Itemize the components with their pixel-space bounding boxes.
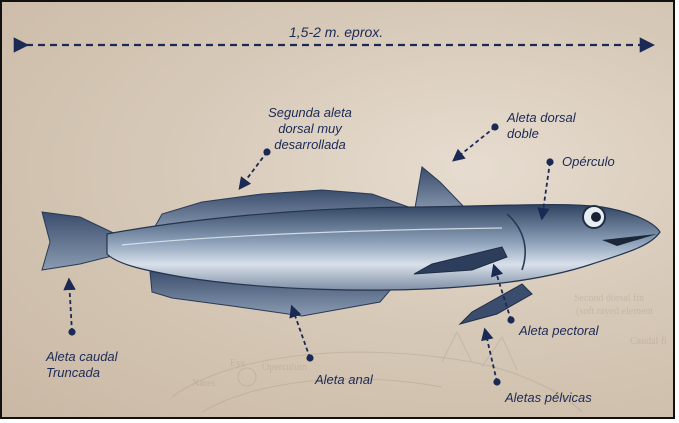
label-segunda-aleta: Segunda aleta dorsal muy desarrollada [250,105,370,153]
label-dorsal-line2: doble [507,126,576,142]
label-segunda-aleta-line3: desarrollada [250,137,370,153]
label-segunda-aleta-line2: dorsal muy [250,121,370,137]
label-operculo: Opérculo [562,154,615,170]
label-aleta-anal: Aleta anal [315,372,373,388]
arrow-segunda-aleta [240,152,267,188]
arrow-caudal [69,280,72,332]
arrow-pelvicas [485,330,497,382]
label-caudal-line2: Truncada [46,365,118,381]
label-dorsal-line1: Aleta dorsal [507,110,576,126]
arrow-dorsal-doble [454,127,495,160]
hake-fish [42,167,660,324]
length-label: 1,5-2 m. eprox. [289,24,383,40]
label-aletas-pelvicas: Aletas pélvicas [505,390,592,406]
label-segunda-aleta-line1: Segunda aleta [250,105,370,121]
label-aleta-pectoral: Aleta pectoral [519,323,599,339]
label-aleta-caudal: Aleta caudal Truncada [46,349,118,381]
label-aleta-dorsal-doble: Aleta dorsal doble [507,110,576,142]
label-caudal-line1: Aleta caudal [46,349,118,365]
